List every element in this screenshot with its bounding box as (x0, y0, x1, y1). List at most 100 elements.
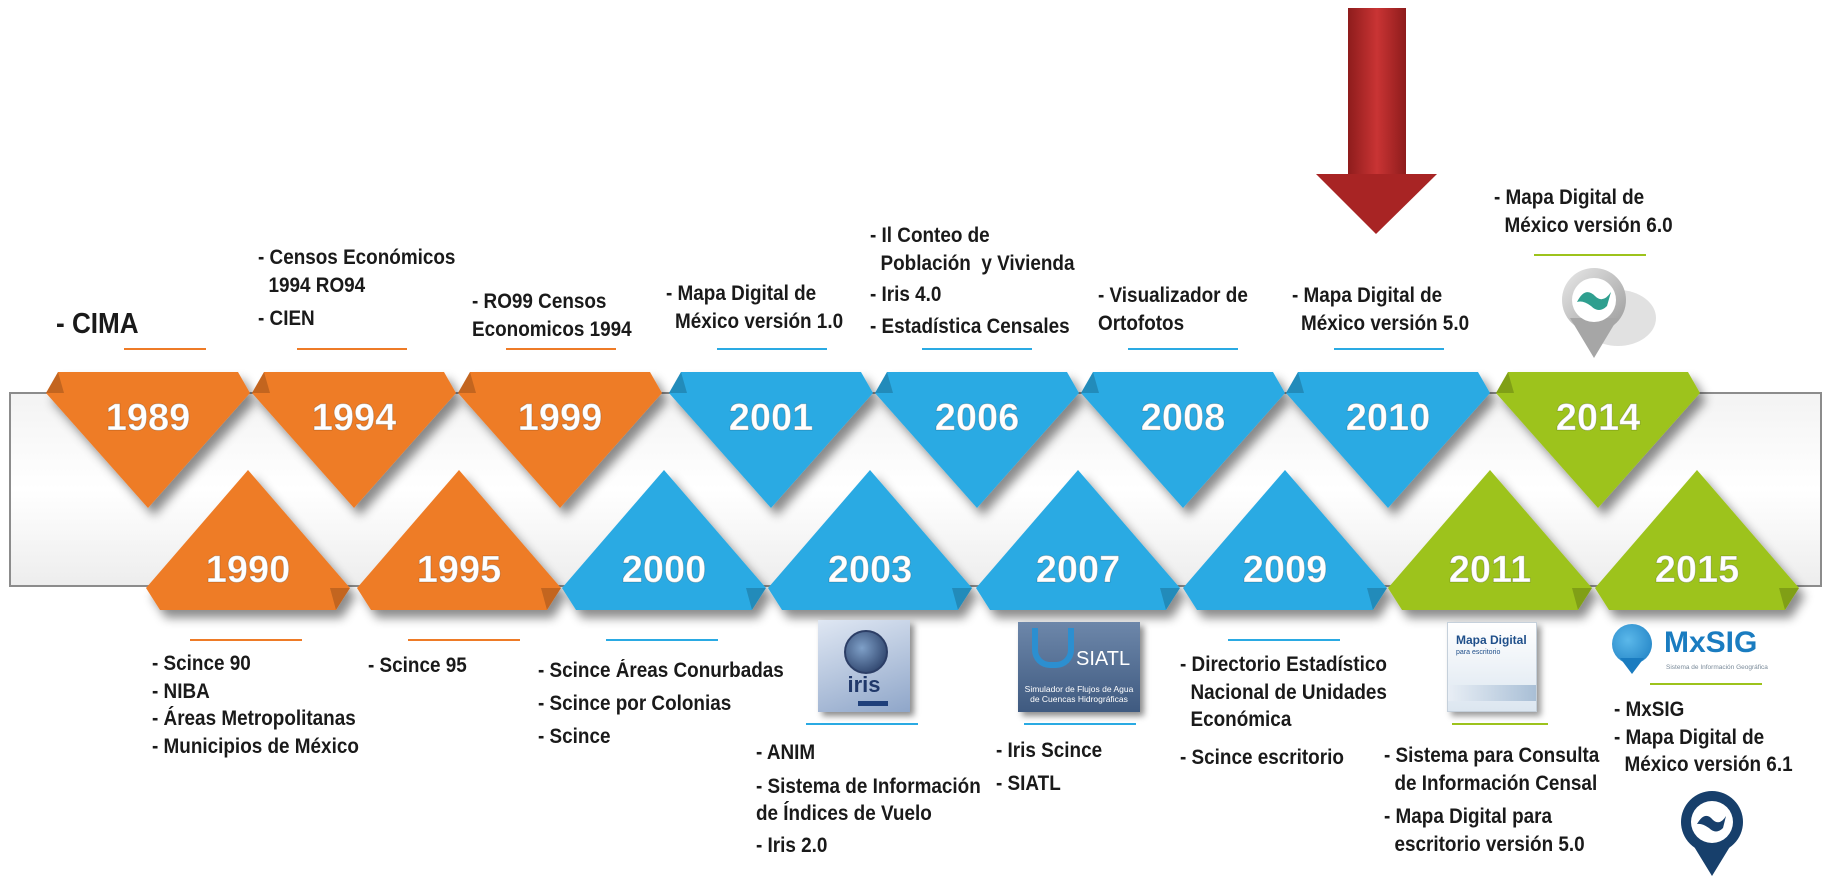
year-marker-1989: 1989 (46, 372, 250, 508)
underline-2007 (1024, 723, 1136, 725)
year-label: 2009 (1243, 549, 1328, 591)
year-label: 1999 (518, 397, 603, 439)
iris-thumbnail: iris (818, 620, 910, 712)
triangle-fold (1572, 588, 1592, 610)
milestone-2001-label: - Mapa Digital de México versión 1.0 (666, 282, 844, 333)
globe-icon (844, 630, 888, 674)
milestone-2009-label: - Directorio Estadístico Nacional de Uni… (1180, 653, 1387, 770)
pin-tip (1620, 658, 1644, 674)
year-triangle (976, 470, 1180, 610)
mapa-digital-thumbnail: Mapa Digital para escritorio (1447, 622, 1537, 712)
year-label: 1995 (417, 549, 502, 591)
year-label: 2015 (1655, 549, 1740, 591)
milestone-2008-label: - Visualizador de Ortofotos (1098, 284, 1248, 335)
globe-icon (1612, 624, 1652, 664)
year-marker-1999: 1999 (458, 372, 662, 508)
milestone-1999-label: - RO99 Censos Economicos 1994 (472, 290, 632, 341)
year-triangle (458, 372, 662, 508)
milestone-2007-label: - Iris Scince - SIATL (996, 739, 1103, 795)
year-marker-2006: 2006 (875, 372, 1079, 508)
year-label: 2001 (729, 397, 814, 439)
year-triangle (875, 372, 1079, 508)
year-marker-2001: 2001 (669, 372, 873, 508)
year-marker-2015: 2015 (1595, 470, 1799, 610)
map-pin-icon (1562, 268, 1656, 358)
underline-2014 (1534, 254, 1646, 256)
milestone-1989-label: - CIMA (56, 308, 139, 340)
year-marker-1994: 1994 (252, 372, 456, 508)
year-label: 2010 (1346, 397, 1431, 439)
triangle-fold (1779, 588, 1799, 610)
underline-1989 (124, 348, 206, 350)
year-triangle (146, 470, 350, 610)
milestone-2000-label: - Scince Áreas Conurbadas - Scince por C… (538, 659, 784, 749)
water-u-icon (1032, 628, 1074, 668)
milestone-1994-label: - Censos Económicos 1994 RO94 - CIEN (258, 246, 456, 331)
year-triangle (46, 372, 250, 508)
underline-2010 (1334, 348, 1444, 350)
milestone-2006-label: - Il Conteo de Población y Vivienda - Ir… (870, 224, 1075, 339)
triangle-fold (1160, 588, 1180, 610)
mxsig-title: MxSIG (1664, 626, 1758, 659)
year-marker-2010: 2010 (1286, 372, 1490, 508)
milestone-2011-label: - Sistema para Consulta de Información C… (1384, 744, 1600, 857)
year-marker-2003: 2003 (768, 470, 972, 610)
triangle-fold (541, 588, 561, 610)
year-label: 2011 (1449, 549, 1531, 591)
underline-2009 (1228, 639, 1340, 641)
triangle-fold (1367, 588, 1387, 610)
year-label: 2007 (1036, 549, 1121, 591)
underline-1990 (190, 639, 302, 641)
year-triangle (252, 372, 456, 508)
milestone-2015-label: - MxSIG - Mapa Digital de México versión… (1614, 698, 1793, 777)
milestone-2010-label: - Mapa Digital de México versión 5.0 (1292, 284, 1470, 335)
underline-2000 (606, 639, 718, 641)
triangle-fold (875, 372, 893, 393)
triangle-fold (952, 588, 972, 610)
triangle-fold (458, 372, 476, 393)
year-label: 2000 (622, 549, 707, 591)
siatl-subtitle: Simulador de Flujos de Agua de Cuencas H… (1024, 684, 1134, 705)
mapa-thumb-title: Mapa Digital (1456, 633, 1527, 647)
year-triangle (357, 470, 561, 610)
year-marker-2009: 2009 (1183, 470, 1387, 610)
map-pin-icon (1681, 791, 1743, 876)
milestone-2003-label: - ANIM - Sistema de Información de Índic… (756, 741, 981, 858)
year-label: 1990 (206, 549, 291, 591)
iris-logo-text: iris (847, 672, 881, 697)
triangle-fold (1496, 372, 1514, 393)
year-label: 1994 (312, 397, 397, 439)
year-label: 2003 (828, 549, 913, 591)
year-triangle (1286, 372, 1490, 508)
underline-2011 (1452, 723, 1548, 725)
underline-1995 (408, 639, 520, 641)
milestone-1995-label: - Scince 95 (368, 654, 467, 677)
triangle-fold (746, 588, 766, 610)
year-triangle (1388, 470, 1592, 610)
iris-footer-bar (858, 701, 888, 706)
year-marker-2000: 2000 (562, 470, 766, 610)
year-marker-1990: 1990 (146, 470, 350, 610)
triangle-fold (669, 372, 687, 393)
triangle-fold (330, 588, 350, 610)
year-label: 2006 (935, 397, 1020, 439)
underline-2003 (806, 723, 918, 725)
year-marker-2007: 2007 (976, 470, 1180, 610)
underline-2001 (717, 348, 827, 350)
underline-1994 (297, 348, 407, 350)
year-triangle (1595, 470, 1799, 610)
down-arrow-icon (1316, 8, 1437, 234)
mapa-thumb-subtitle: para escritorio (1456, 649, 1501, 656)
year-marker-1995: 1995 (357, 470, 561, 610)
milestone-2014-label: - Mapa Digital de México versión 6.0 (1494, 186, 1673, 237)
mxsig-logo: MxSIG Sistema de Información Geográfica (1610, 622, 1780, 678)
year-triangle (562, 470, 766, 610)
year-triangle (1183, 470, 1387, 610)
year-triangle (1496, 372, 1700, 508)
triangle-fold (46, 372, 64, 393)
year-triangle (669, 372, 873, 508)
siatl-thumbnail: SIATL Simulador de Flujos de Agua de Cue… (1018, 622, 1140, 712)
